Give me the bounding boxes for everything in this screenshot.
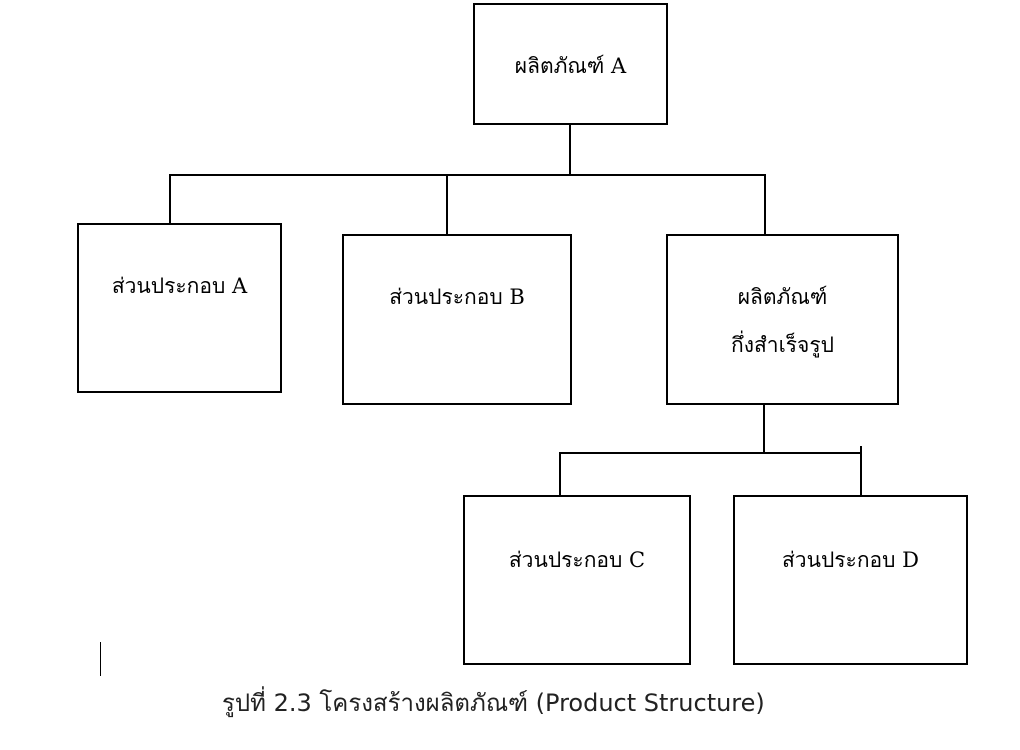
connector-to-component-b (446, 174, 448, 235)
connector-level2-bar (559, 452, 862, 454)
node-component-a: ส่วนประกอบ A (77, 223, 282, 393)
connector-to-component-c (559, 452, 561, 498)
connector-to-subassembly (764, 174, 766, 235)
node-component-a-label: ส่วนประกอบ A (111, 274, 248, 298)
text-cursor-mark (100, 642, 101, 676)
node-component-c: ส่วนประกอบ C (463, 495, 691, 665)
node-product-a: ผลิตภัณฑ์ A (473, 3, 668, 125)
node-component-b-label: ส่วนประกอบ B (389, 285, 525, 309)
connector-to-component-a (169, 174, 171, 224)
connector-to-component-d (860, 446, 862, 496)
node-component-c-label: ส่วนประกอบ C (508, 548, 646, 572)
node-component-d: ส่วนประกอบ D (733, 495, 968, 665)
node-component-b: ส่วนประกอบ B (342, 234, 572, 405)
node-subassembly: ผลิตภัณฑ์ กึ่งสำเร็จรูป (666, 234, 899, 405)
figure-caption: รูปที่ 2.3 โครงสร้างผลิตภัณฑ์ (Product S… (222, 689, 765, 717)
node-subassembly-label-line2: กึ่งสำเร็จรูป (731, 332, 834, 357)
node-component-d-label: ส่วนประกอบ D (781, 548, 920, 572)
connector-root-down (569, 125, 571, 175)
node-subassembly-label-line1: ผลิตภัณฑ์ (737, 285, 828, 309)
node-product-a-label: ผลิตภัณฑ์ A (514, 54, 627, 78)
connector-subassembly-down (763, 405, 765, 453)
connector-level1-bar (169, 174, 766, 176)
